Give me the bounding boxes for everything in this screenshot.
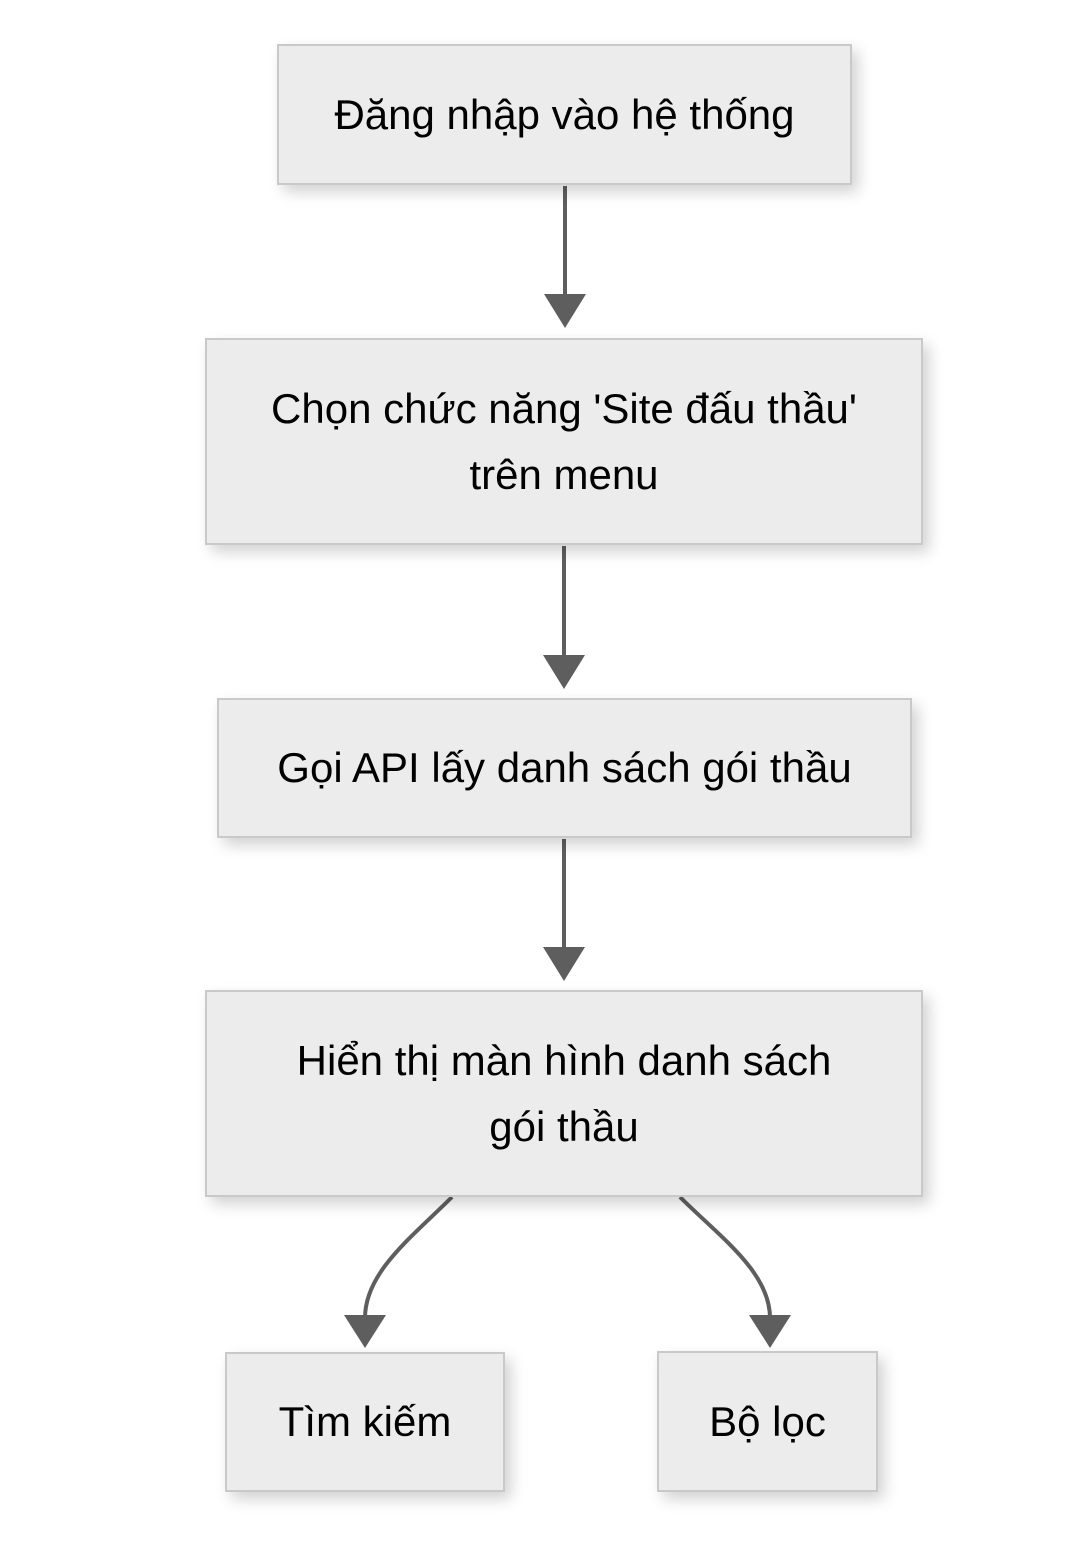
edge-display-to-search-line <box>363 1195 454 1319</box>
node-display: Hiển thị màn hình danh sách gói thầu <box>205 990 923 1197</box>
node-search: Tìm kiếm <box>225 1352 505 1492</box>
edge-api-to-display <box>543 839 585 981</box>
edge-login-to-menu <box>544 186 586 328</box>
node-menu: Chọn chức năng 'Site đấu thầu' trên menu <box>205 338 923 545</box>
node-filter-label: Bộ lọc <box>709 1397 826 1445</box>
edge-login-to-menu-arrowhead <box>544 294 586 328</box>
node-display-label: Hiển thị màn hình danh sách gói thầu <box>296 1037 832 1150</box>
edge-menu-to-api-arrowhead <box>543 655 585 689</box>
node-search-label: Tìm kiếm <box>278 1398 452 1446</box>
node-api-label: Gọi API lấy danh sách gói thầu <box>277 744 852 792</box>
node-filter: Bộ lọc <box>657 1351 878 1492</box>
edge-api-to-display-arrowhead <box>543 947 585 981</box>
edge-display-to-search <box>344 1195 454 1348</box>
node-api: Gọi API lấy danh sách gói thầu <box>217 698 912 838</box>
edge-menu-to-api <box>543 546 585 689</box>
edge-display-to-filter-line <box>678 1195 772 1319</box>
edge-display-to-filter-arrowhead <box>749 1315 791 1348</box>
node-login: Đăng nhập vào hệ thống <box>277 44 852 185</box>
node-login-label: Đăng nhập vào hệ thống <box>334 90 795 138</box>
edge-display-to-search-arrowhead <box>344 1315 386 1348</box>
edge-display-to-filter <box>678 1195 791 1348</box>
node-menu-label: Chọn chức năng 'Site đấu thầu' trên menu <box>271 385 857 498</box>
